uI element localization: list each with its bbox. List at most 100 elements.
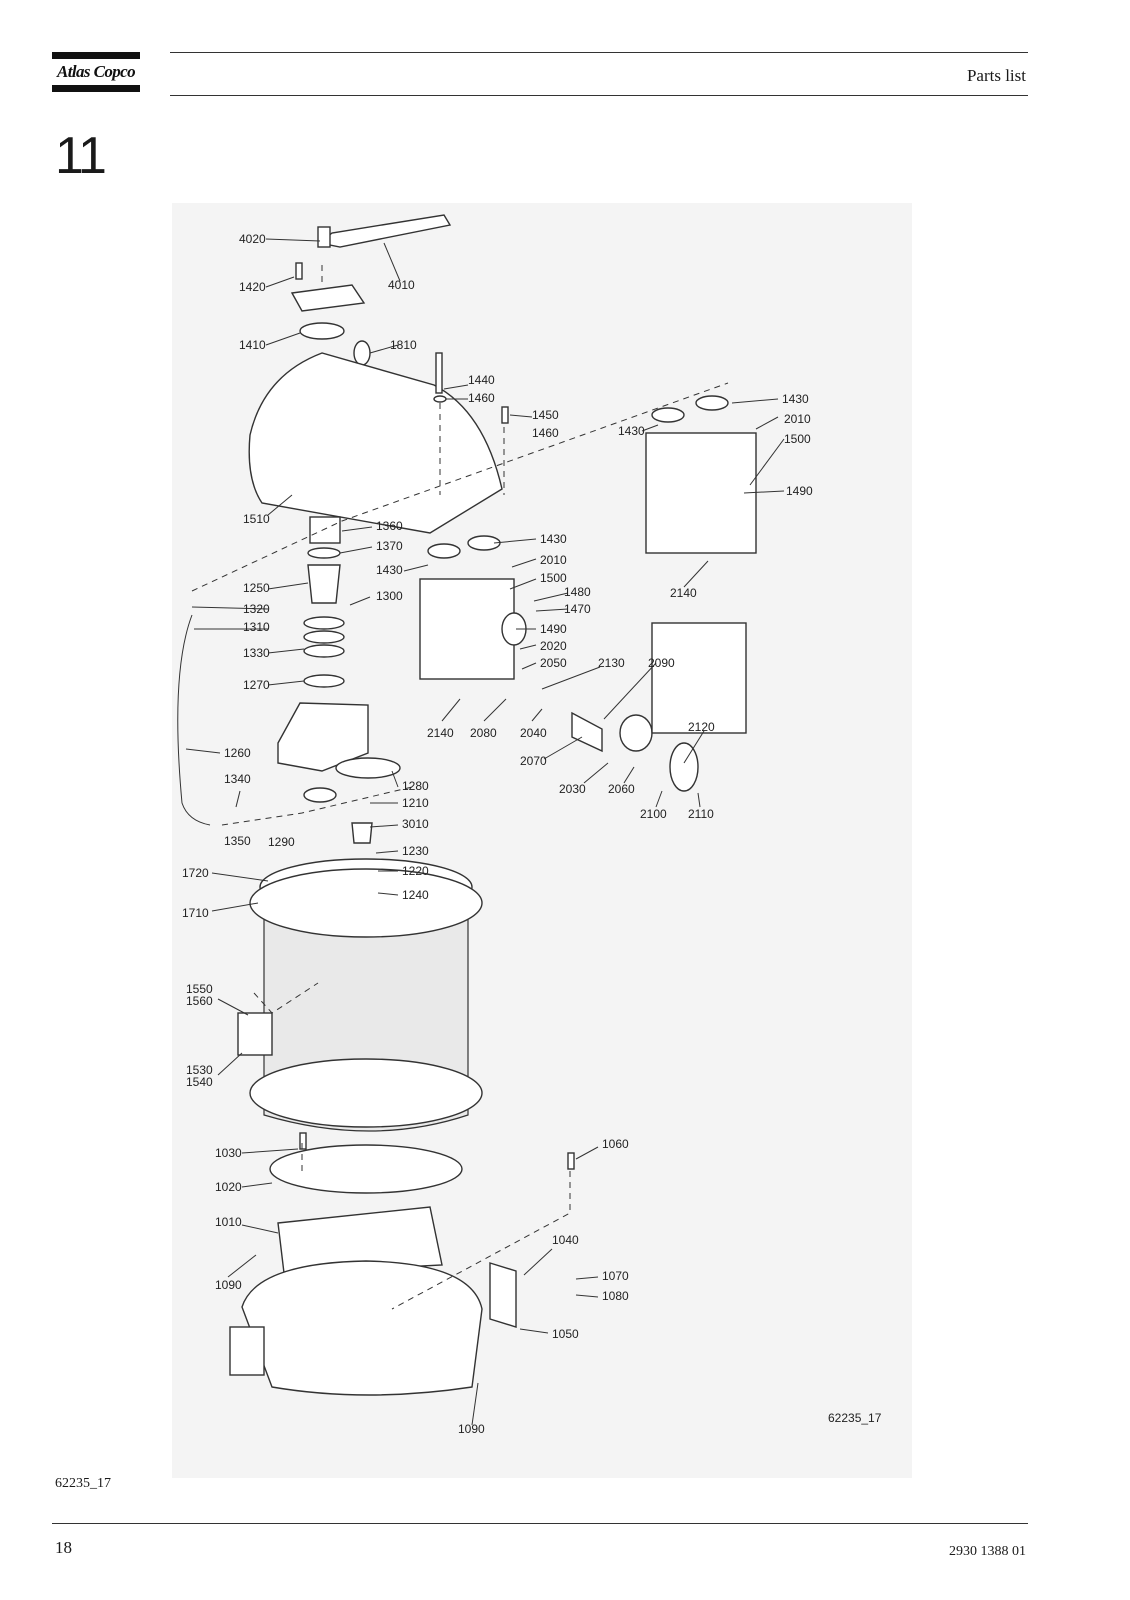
callout-label: 1030 [215, 1146, 242, 1160]
callout-label: 1710 [182, 906, 209, 920]
plate-1280 [335, 757, 401, 779]
o-ring-1370 [307, 547, 341, 559]
callout-label: 1370 [376, 539, 403, 553]
bearing-2030 [619, 714, 653, 752]
callout-label: 1490 [786, 484, 813, 498]
gasket-1430-right [467, 535, 501, 551]
callout-label: 1260 [224, 746, 251, 760]
cover-2090 [571, 711, 603, 753]
drawing-parts [177, 214, 757, 1396]
callout-label: 1290 [268, 835, 295, 849]
gasket-1430-upper-right [695, 395, 729, 411]
o-ring-1290 [303, 787, 337, 803]
top-cover-1510 [248, 352, 503, 534]
plug-4020 [317, 226, 331, 248]
valve-3010 [351, 822, 373, 844]
exploded-parts-drawing: 4020 1420 4010 1410 1810 1440 1460 1450 … [172, 203, 912, 1478]
bottom-housing [241, 1260, 483, 1396]
flange-top-1710 [249, 868, 483, 938]
callout-label: 1420 [239, 280, 266, 294]
gear-2100 [669, 742, 699, 792]
washer-1460 [433, 395, 447, 403]
footer-rule [52, 1523, 1028, 1524]
callout-label: 2020 [540, 639, 567, 653]
callout-label: 1330 [243, 646, 270, 660]
callout-label: 1090 [215, 1278, 242, 1292]
valve-block-upper [645, 432, 757, 554]
gasket-1430-upper-left [651, 407, 685, 423]
callout-label: 2030 [559, 782, 586, 796]
callout-label: 2120 [688, 720, 715, 734]
outlet-pipe-4010 [318, 214, 452, 248]
document-number: 2930 1388 01 [949, 1544, 1026, 1559]
callout-label: 1010 [215, 1215, 242, 1229]
header-rule-top [170, 52, 1028, 53]
callout-label: 2050 [540, 656, 567, 670]
callout-label: 1470 [564, 602, 591, 616]
valve-1250 [307, 564, 341, 604]
callout-leader-lines [185, 238, 785, 1426]
part-callouts: 4020 1420 4010 1410 1810 1440 1460 1450 … [182, 232, 882, 1436]
page-number: 18 [55, 1538, 72, 1557]
callout-label: 2070 [520, 754, 547, 768]
callout-label: 1460 [532, 426, 559, 440]
bracket-1040 [489, 1262, 517, 1328]
callout-label: 1300 [376, 589, 403, 603]
callout-label: 1320 [243, 602, 270, 616]
gasket-1410 [299, 322, 345, 340]
callout-label: 1090 [458, 1422, 485, 1436]
callout-label: 2080 [470, 726, 497, 740]
plate-1020 [269, 1144, 463, 1194]
hose-1260 [177, 614, 211, 826]
flange-bottom [249, 1058, 483, 1128]
callout-label: 2110 [688, 807, 714, 821]
callout-label: 1250 [243, 581, 270, 595]
callout-label: 2090 [648, 656, 675, 670]
callout-label: 1540 [186, 1075, 213, 1089]
callout-label: 1310 [243, 620, 270, 634]
spring-1330-b [303, 630, 345, 644]
gasket-1430-left [427, 543, 461, 559]
callout-label: 1440 [468, 373, 495, 387]
callout-label: 2010 [540, 553, 567, 567]
callout-label: 2010 [784, 412, 811, 426]
bolt-1060 [567, 1152, 575, 1170]
valve-block-2010 [419, 578, 515, 680]
callout-label: 1050 [552, 1327, 579, 1341]
callout-label: 3010 [402, 817, 429, 831]
spiral-1010 [277, 1206, 443, 1274]
callout-label: 1560 [186, 994, 213, 1008]
ring-1270 [303, 674, 345, 688]
callout-label: 1270 [243, 678, 270, 692]
exploded-view-svg: 4020 1420 4010 1410 1810 1440 1460 1450 … [177, 214, 882, 1436]
callout-label: 2140 [670, 586, 697, 600]
callout-label: 1500 [784, 432, 811, 446]
callout-label: 1430 [782, 392, 809, 406]
callout-label: 2100 [640, 807, 667, 821]
callout-label: 1720 [182, 866, 209, 880]
callout-label: 1430 [540, 532, 567, 546]
callout-label: 1040 [552, 1233, 579, 1247]
callout-label: 1530 [186, 1063, 213, 1077]
logo-bar-bottom [52, 85, 140, 92]
callout-label: 2140 [427, 726, 454, 740]
callout-label: 1280 [402, 779, 429, 793]
callout-label: 1080 [602, 1289, 629, 1303]
callout-label: 1070 [602, 1269, 629, 1283]
baffle-plate [277, 702, 369, 772]
logo-bar-top [52, 52, 140, 59]
callout-label: 1240 [402, 888, 429, 902]
sleeve-1360 [309, 516, 341, 544]
callout-label: 1350 [224, 834, 251, 848]
callout-label: 4010 [388, 278, 415, 292]
callout-label: 2130 [598, 656, 625, 670]
callout-label: 1500 [540, 571, 567, 585]
atlas-copco-logo: Atlas Copco [52, 52, 140, 94]
spring-1330-a [303, 616, 345, 630]
callout-label: 1510 [243, 512, 270, 526]
data-plate-1530 [237, 1012, 273, 1056]
callout-label: 1430 [376, 563, 403, 577]
callout-label: 1450 [532, 408, 559, 422]
callout-label: 1810 [390, 338, 417, 352]
callout-label: 1550 [186, 982, 213, 996]
